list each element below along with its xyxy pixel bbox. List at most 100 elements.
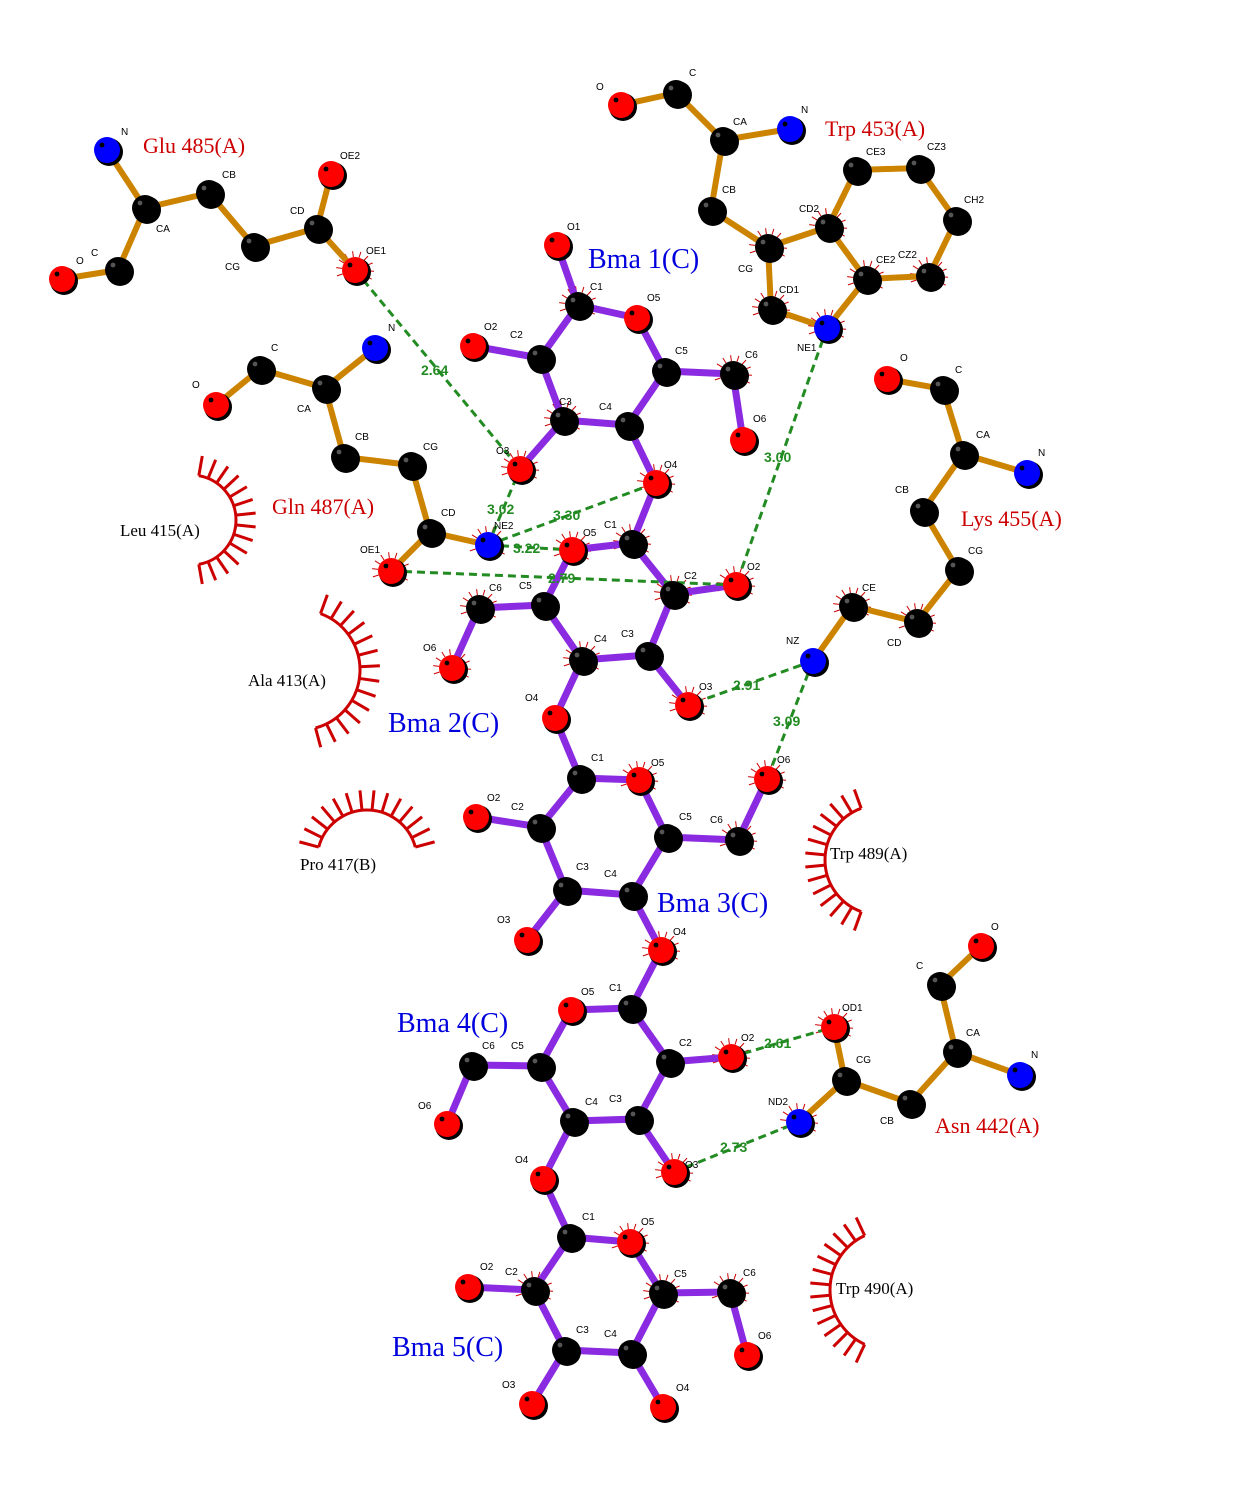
atom-label: N (1031, 1050, 1038, 1061)
atom-highlight (759, 771, 765, 777)
contact-tick (842, 1012, 848, 1018)
atom-label: CB (895, 485, 909, 496)
contact-tick (647, 765, 653, 771)
hydrophobic-tick (398, 805, 414, 823)
contact-tick (682, 1157, 688, 1163)
atom (362, 335, 388, 361)
atom-label: C5 (679, 812, 692, 823)
atom-highlight (383, 563, 389, 569)
atom-highlight (782, 121, 788, 127)
contact-tick (849, 587, 851, 594)
contact-tick (788, 1105, 793, 1112)
contact-tick (336, 273, 343, 277)
atom (460, 333, 486, 359)
contact-tick (764, 760, 766, 767)
atom (514, 927, 540, 953)
residue-label-glu485: Glu 485(A) (143, 133, 245, 158)
contact-tick (642, 947, 649, 949)
atom-highlight (902, 1095, 908, 1101)
atom-label: C2 (684, 571, 697, 582)
contact-tick (544, 423, 551, 427)
atom-label: O (900, 353, 908, 364)
ligand-label-bma4: Bma 4(C) (397, 1008, 508, 1039)
atom (608, 92, 634, 118)
contact-tick (388, 552, 390, 559)
atom (565, 292, 591, 318)
contact-tick (738, 1277, 744, 1283)
atom (519, 1391, 545, 1417)
atom (758, 296, 784, 322)
atom-highlight (549, 237, 555, 243)
atom (378, 558, 404, 584)
atom-label: C4 (585, 1097, 598, 1108)
contact-tick (628, 763, 633, 770)
atom-label: O6 (777, 755, 791, 766)
atom-highlight (631, 772, 637, 778)
atom (635, 642, 661, 668)
atom-label: CD2 (799, 204, 819, 215)
atom-label: CA (733, 117, 747, 128)
atom-label: C (689, 68, 696, 79)
hydrophobic-tick (359, 664, 380, 669)
contact-tick (920, 603, 924, 610)
atom-highlight (460, 1279, 466, 1285)
contact-tick (782, 1111, 789, 1116)
contact-tick (749, 250, 756, 254)
atom-label: O5 (641, 1217, 655, 1228)
atom (786, 1109, 812, 1135)
hbond-distance: 3.02 (487, 501, 514, 517)
contact-tick (841, 589, 846, 596)
hydrophobic-tick (339, 609, 355, 627)
contact-tick (779, 294, 785, 300)
hbond-distance: 2.64 (421, 362, 448, 378)
contact-tick (460, 653, 466, 659)
contact-tick (633, 1223, 637, 1230)
atom (904, 609, 930, 635)
atom (94, 137, 120, 163)
atom-label: O5 (647, 293, 661, 304)
hydrophobic-tick (819, 812, 838, 828)
contact-tick (559, 308, 566, 312)
atom (203, 392, 229, 418)
contact-tick (449, 649, 451, 656)
hydrophobic-tick (810, 1281, 831, 1287)
atom-highlight (909, 614, 915, 620)
atom-highlight (563, 1002, 569, 1008)
hydrogen-bond (765, 660, 815, 780)
atom-label: C (271, 343, 278, 354)
hbond-distance: 2.79 (548, 570, 575, 586)
atom (196, 180, 222, 206)
residue-label-asn442: Asn 442(A) (935, 1113, 1040, 1138)
atom (725, 827, 751, 853)
contact-tick (734, 1038, 738, 1045)
atom-highlight (536, 597, 542, 603)
atom-highlight (403, 457, 409, 463)
atom-label: NZ (786, 636, 799, 647)
atom-highlight (201, 185, 207, 191)
contact-tick (620, 783, 627, 787)
contact-tick (460, 611, 467, 615)
atom-label: C (955, 365, 962, 376)
contact-tick (669, 708, 676, 712)
contact-tick (657, 1161, 664, 1166)
atom-highlight (735, 432, 741, 438)
contact-tick (677, 1153, 681, 1160)
contact-tick (654, 597, 661, 601)
hydrophobic-tick (805, 851, 826, 857)
atom (615, 412, 641, 438)
hydrophobic-tick (840, 794, 854, 814)
atom-highlight (623, 1345, 629, 1351)
atom-label: O6 (423, 643, 437, 654)
contact-tick (912, 265, 919, 270)
contact-tick (847, 282, 854, 286)
hydrophobic-tick (197, 564, 204, 585)
atom (49, 266, 75, 292)
atom-highlight (555, 412, 561, 418)
atom (730, 427, 756, 453)
atom-highlight (805, 653, 811, 659)
atom-highlight (1019, 465, 1025, 471)
atom-label: CA (156, 224, 170, 235)
contact-tick (585, 641, 589, 648)
atom-highlight (524, 1396, 530, 1402)
atom-highlight (137, 200, 143, 206)
